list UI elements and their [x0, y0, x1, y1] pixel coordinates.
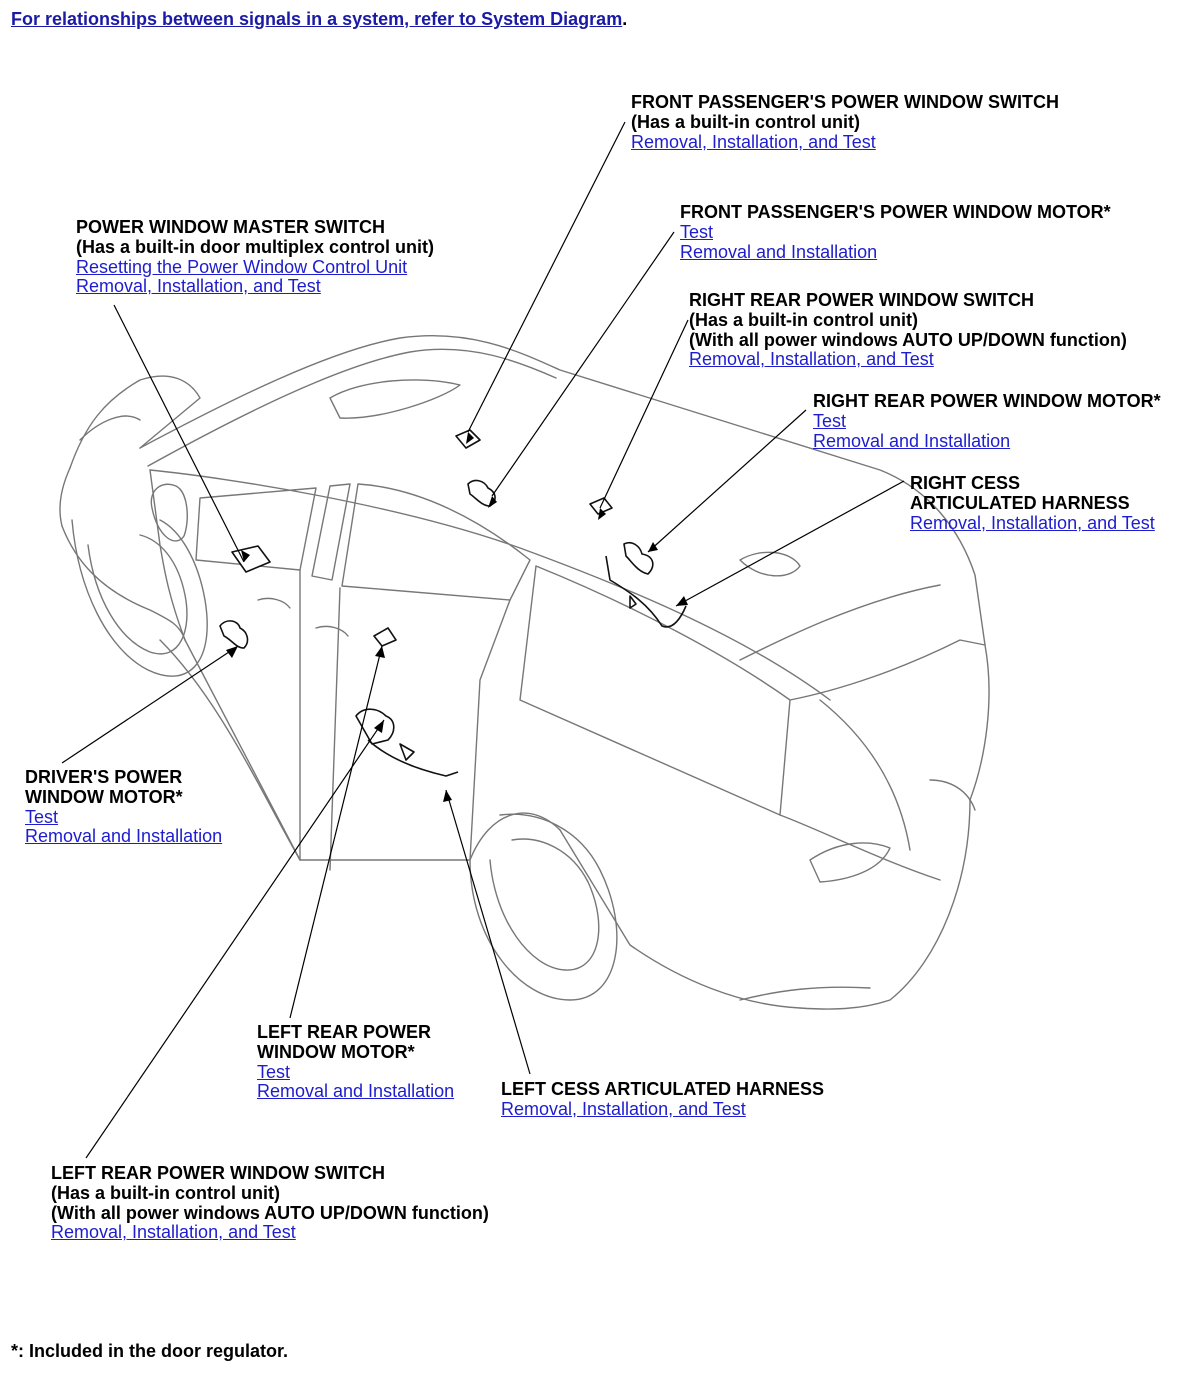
leader-front-passenger-motor [491, 231, 675, 497]
arrowhead [488, 496, 497, 508]
leader-right-rear-motor [647, 409, 807, 553]
removal-installation-test-link[interactable]: Removal, Installation, and Test [501, 1098, 746, 1119]
leader-master-switch [113, 304, 245, 563]
callout-right-rear-switch: RIGHT REAR POWER WINDOW SWITCH (Has a bu… [689, 290, 1127, 370]
callout-front-passenger-switch: FRONT PASSENGER'S POWER WINDOW SWITCH (H… [631, 92, 1059, 152]
vehicle-components [219, 429, 687, 777]
callout-left-rear-switch: LEFT REAR POWER WINDOW SWITCH (Has a bui… [51, 1163, 489, 1243]
leader-front-passenger-switch [467, 121, 626, 433]
callout-right-rear-motor: RIGHT REAR POWER WINDOW MOTOR* Test Remo… [813, 391, 1161, 451]
arrowhead [598, 508, 606, 520]
callout-subtitle: (Has a built-in control unit) [631, 111, 860, 132]
removal-installation-test-link[interactable]: Removal, Installation, and Test [631, 131, 876, 152]
arrowhead [676, 596, 688, 606]
callout-title: LEFT REAR POWER WINDOW SWITCH [51, 1163, 385, 1183]
arrowhead [443, 790, 452, 802]
removal-installation-link[interactable]: Removal and Installation [257, 1081, 455, 1102]
removal-installation-link[interactable]: Removal and Installation [680, 241, 878, 262]
callout-title: FRONT PASSENGER'S POWER WINDOW SWITCH [631, 92, 1059, 112]
callout-title: FRONT PASSENGER'S POWER WINDOW MOTOR* [680, 202, 1111, 222]
test-link[interactable]: Test [257, 1061, 291, 1082]
callout-title: RIGHT CESS [910, 473, 1021, 493]
callout-master-switch: POWER WINDOW MASTER SWITCH (Has a built-… [76, 217, 434, 297]
leader-left-cess [445, 789, 531, 1075]
callout-title: WINDOW MOTOR* [25, 786, 183, 807]
leader-lines [61, 121, 905, 1159]
removal-installation-test-link[interactable]: Removal, Installation, and Test [51, 1222, 296, 1243]
leader-right-rear-switch [599, 319, 689, 509]
removal-installation-test-link[interactable]: Removal, Installation, and Test [689, 349, 934, 370]
arrowhead [648, 542, 658, 552]
callout-title: DRIVER'S POWER [25, 767, 183, 787]
callout-title: WINDOW MOTOR* [257, 1041, 415, 1062]
system-diagram-reference: For relationships between signals in a s… [11, 9, 627, 30]
callout-title: RIGHT REAR POWER WINDOW MOTOR* [813, 391, 1161, 411]
callout-drivers-motor: DRIVER'S POWER WINDOW MOTOR* Test Remova… [25, 767, 223, 847]
resetting-control-unit-link[interactable]: Resetting the Power Window Control Unit [76, 256, 408, 277]
callout-left-rear-motor: LEFT REAR POWER WINDOW MOTOR* Test Remov… [257, 1022, 455, 1102]
leader-drivers-motor [61, 645, 239, 764]
removal-installation-test-link[interactable]: Removal, Installation, and Test [910, 512, 1155, 533]
callout-subtitle: (Has a built-in door multiplex control u… [76, 236, 434, 257]
callout-title: LEFT CESS ARTICULATED HARNESS [501, 1079, 825, 1099]
test-link[interactable]: Test [680, 221, 714, 242]
leader-right-cess [675, 480, 905, 607]
leader-left-rear-switch [85, 719, 385, 1159]
arrowhead [466, 432, 474, 444]
footnote: *: Included in the door regulator. [11, 1341, 289, 1361]
callout-subtitle: (Has a built-in control unit) [689, 309, 918, 330]
system-diagram-link[interactable]: For relationships between signals in a s… [11, 9, 623, 29]
header-period: . [622, 9, 628, 29]
arrowhead [374, 720, 384, 733]
callout-right-cess-harness: RIGHT CESS ARTICULATED HARNESS Removal, … [910, 473, 1155, 533]
callout-subtitle: (With all power windows AUTO UP/DOWN fun… [51, 1202, 489, 1223]
callout-subtitle: (With all power windows AUTO UP/DOWN fun… [689, 329, 1127, 350]
test-link[interactable]: Test [25, 806, 59, 827]
removal-installation-link[interactable]: Removal and Installation [25, 826, 223, 847]
removal-installation-link[interactable]: Removal and Installation [813, 430, 1011, 451]
vehicle-outline [59, 334, 990, 1010]
arrowhead [241, 550, 250, 562]
test-link[interactable]: Test [813, 410, 847, 431]
callout-front-passenger-motor: FRONT PASSENGER'S POWER WINDOW MOTOR* Te… [680, 202, 1111, 262]
callout-title: ARTICULATED HARNESS [910, 492, 1130, 513]
leader-left-rear-motor [289, 645, 383, 1019]
removal-installation-test-link[interactable]: Removal, Installation, and Test [76, 276, 321, 297]
arrowhead [375, 646, 385, 658]
callout-left-cess-harness: LEFT CESS ARTICULATED HARNESS Removal, I… [501, 1079, 825, 1120]
callout-title: POWER WINDOW MASTER SWITCH [76, 217, 385, 237]
callout-title: RIGHT REAR POWER WINDOW SWITCH [689, 290, 1034, 310]
leader-arrowheads [226, 432, 688, 802]
callout-subtitle: (Has a built-in control unit) [51, 1182, 280, 1203]
arrowhead [226, 646, 238, 658]
callout-title: LEFT REAR POWER [257, 1022, 431, 1042]
